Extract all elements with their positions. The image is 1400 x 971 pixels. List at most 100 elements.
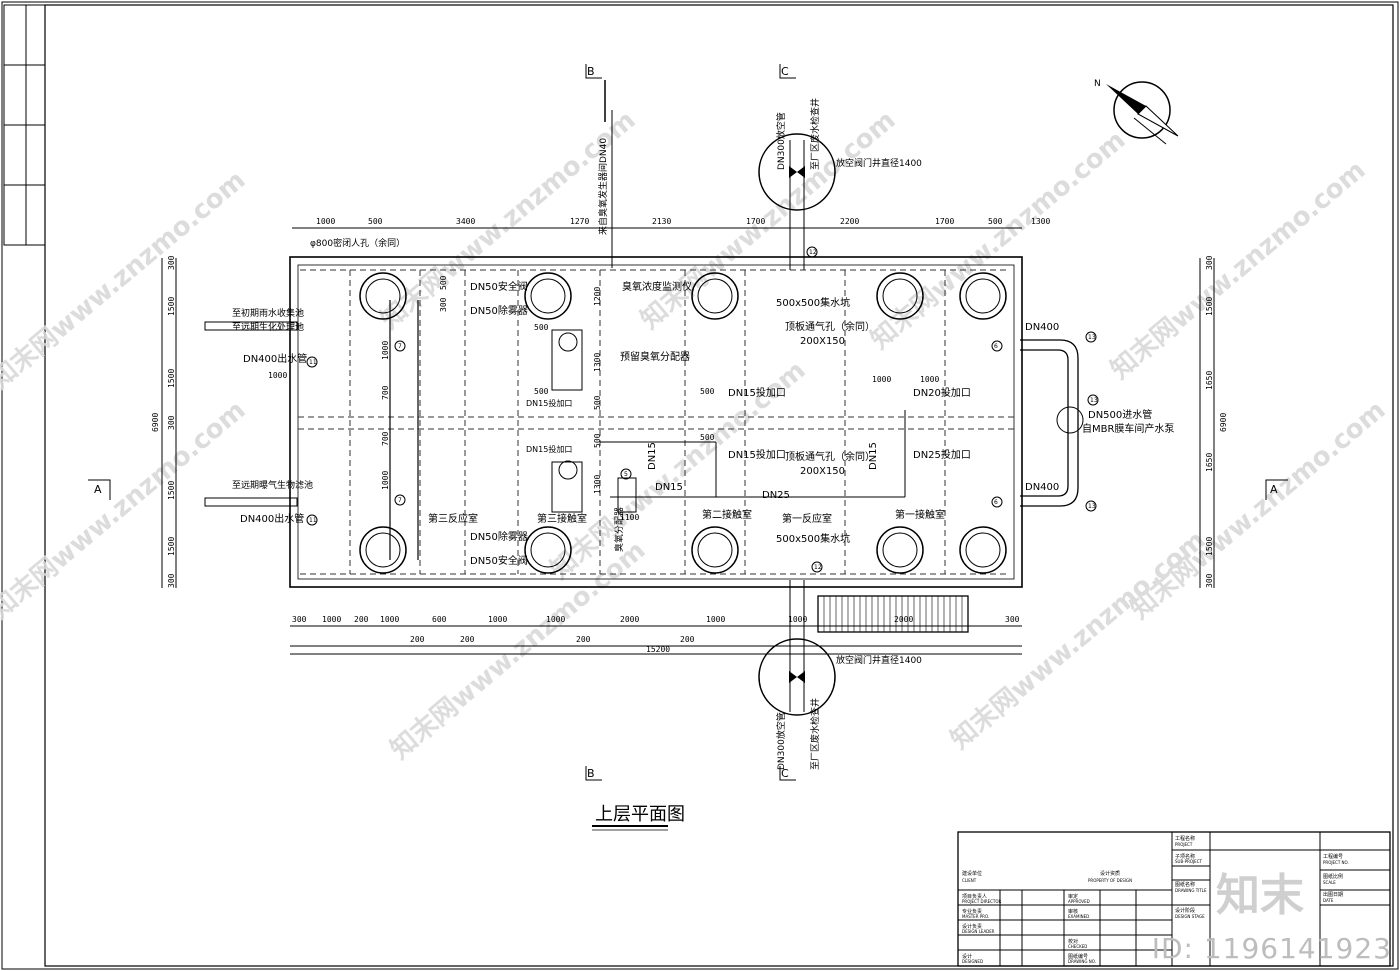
svg-text:设计阶段: 设计阶段 (1175, 907, 1195, 914)
svg-text:500: 500 (700, 433, 715, 442)
manhole-icon (959, 526, 1007, 574)
stair-hatch (817, 595, 969, 633)
svg-text:校对: 校对 (1068, 938, 1078, 945)
dn400-right-2: DN400 (1025, 482, 1059, 493)
svg-text:500: 500 (700, 387, 715, 396)
svg-text:13: 13 (1088, 503, 1096, 510)
svg-text:200: 200 (680, 635, 695, 644)
svg-text:1000: 1000 (381, 471, 390, 490)
drawing-border (44, 4, 1394, 967)
diffuser-2: DN50除雾器 (470, 530, 528, 543)
svg-text:700: 700 (381, 431, 390, 446)
watermark-text: 知末网www.znzmo.com (385, 535, 651, 765)
dimension-right: 6900 300 1500 1650 1650 1500 300 (1199, 255, 1228, 588)
svg-text:设计: 设计 (962, 953, 972, 960)
svg-text:1270: 1270 (570, 217, 589, 226)
svg-text:1000: 1000 (920, 375, 939, 384)
dn25-horizontal: DN25 (762, 490, 790, 501)
svg-text:500: 500 (988, 217, 1003, 226)
dn40-label: 来自臭氧发生器间DN40 (597, 138, 609, 235)
svg-text:出图日期: 出图日期 (1323, 891, 1343, 898)
svg-text:200: 200 (576, 635, 591, 644)
svg-text:300: 300 (167, 255, 176, 270)
manhole-icon (524, 526, 572, 574)
svg-text:1650: 1650 (1205, 453, 1214, 472)
svg-text:设计负责: 设计负责 (962, 923, 982, 930)
svg-text:300: 300 (292, 615, 307, 624)
svg-text:图纸编号: 图纸编号 (1068, 953, 1088, 960)
manholes (359, 272, 1007, 574)
svg-text:1500: 1500 (167, 481, 176, 500)
svg-text:建设单位: 建设单位 (962, 870, 982, 877)
svg-text:2000: 2000 (620, 615, 639, 624)
dn500-label: DN500进水管 (1088, 408, 1152, 421)
svg-text:B: B (587, 65, 595, 78)
svg-text:500: 500 (534, 323, 549, 332)
manhole-icon (359, 272, 407, 320)
svg-text:图纸比例: 图纸比例 (1323, 873, 1343, 880)
dn300-top-dest: 至厂区废水检查井 (809, 98, 821, 170)
north-letter: N (1094, 79, 1101, 89)
vent-mid: 顶板通气孔（余同） (785, 450, 875, 463)
tank-outline (289, 256, 1023, 588)
left-outlets: 至初期雨水收集池 至远期生化处理池 DN400出水管 至远期曝气生物滤池 DN4… (204, 307, 318, 526)
svg-text:1000: 1000 (381, 341, 390, 360)
svg-text:A: A (1270, 483, 1278, 496)
dn15-dose-2: DN15投加口 (728, 448, 786, 461)
manhole-icon (524, 272, 572, 320)
svg-text:7: 7 (398, 497, 402, 504)
svg-text:200: 200 (460, 635, 475, 644)
room-3b: 第三接触室 (537, 512, 587, 525)
svg-text:1000: 1000 (546, 615, 565, 624)
svg-text:1000: 1000 (322, 615, 341, 624)
watermark-text: 知末网www.znzmo.com (0, 395, 251, 625)
plan-title: 上层平面图 (595, 804, 685, 825)
svg-text:300: 300 (167, 415, 176, 430)
svg-text:1300: 1300 (593, 353, 602, 372)
svg-text:13: 13 (1088, 334, 1096, 341)
svg-text:CHECKED: CHECKED (1068, 944, 1087, 949)
svg-text:DRAWING TITLE: DRAWING TITLE (1175, 888, 1207, 893)
manhole-icon (691, 272, 739, 320)
dn15-horizontal: DN15 (655, 482, 683, 493)
dimension-left: 6900 300 1500 1500 300 1500 1500 300 (151, 255, 177, 588)
svg-text:6900: 6900 (1219, 413, 1228, 432)
left-dest-1: 至初期雨水收集池 (232, 307, 304, 319)
svg-text:A: A (94, 483, 102, 496)
svg-text:300: 300 (1005, 615, 1020, 624)
svg-text:SCALE: SCALE (1323, 880, 1336, 885)
svg-text:APPROVED: APPROVED (1068, 899, 1090, 904)
brand-watermark: 知末 (1216, 870, 1304, 921)
svg-text:B: B (587, 767, 595, 780)
equipment-block (551, 329, 906, 513)
dn300-top-label: DN300放空管 (775, 112, 787, 170)
room-3: 第三反应室 (428, 512, 478, 525)
svg-text:6900: 6900 (151, 413, 160, 432)
svg-text:1300: 1300 (593, 475, 602, 494)
sump-top: 500x500集水坑 (776, 296, 850, 309)
svg-text:审定: 审定 (1068, 893, 1078, 900)
svg-text:1000: 1000 (872, 375, 891, 384)
svg-text:200: 200 (410, 635, 425, 644)
svg-text:300: 300 (439, 297, 448, 312)
manhole-icon (876, 526, 924, 574)
svg-text:审核: 审核 (1068, 908, 1078, 915)
binding-strip (3, 4, 46, 246)
svg-text:1000: 1000 (706, 615, 725, 624)
dimension-bottom: 300 1000 200 1000 600 1000 1000 2000 100… (290, 615, 1022, 655)
safety-valve-2: DN50安全阀 (470, 554, 528, 567)
svg-text:设计资质: 设计资质 (1100, 870, 1120, 877)
manhole-icon (876, 272, 924, 320)
vent-mid-size: 200X150 (800, 466, 845, 477)
dn15-dose-1: DN15投加口 (728, 386, 786, 399)
svg-text:1300: 1300 (1031, 217, 1050, 226)
svg-text:1000: 1000 (788, 615, 807, 624)
vent-top-size: 200X150 (800, 336, 845, 347)
svg-text:5: 5 (624, 471, 628, 478)
manhole-icon (691, 526, 739, 574)
reserved-distributor: 预留臭氧分配器 (620, 350, 690, 363)
image-id-watermark: ID: 1196141923 (1151, 932, 1392, 965)
svg-text:专业负责: 专业负责 (962, 908, 982, 915)
svg-text:工程编号: 工程编号 (1323, 853, 1343, 860)
